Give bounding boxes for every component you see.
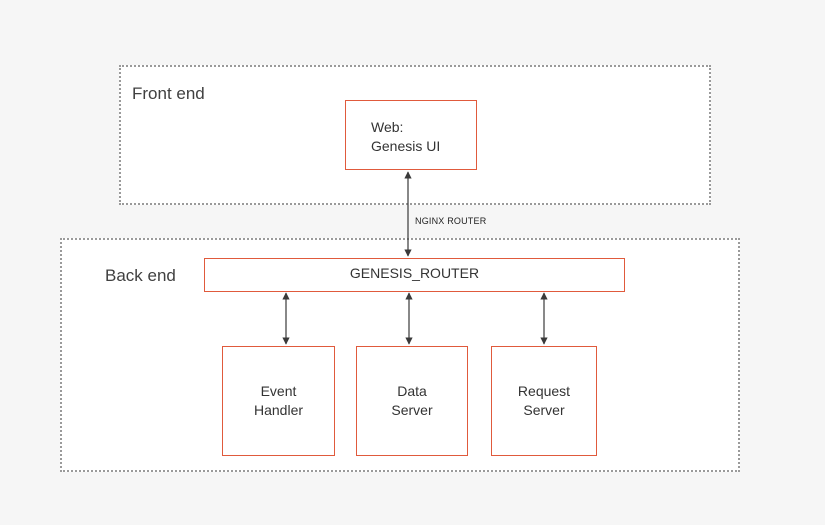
data-server-node: Data Server — [356, 346, 468, 456]
request-server-label-line1: Request — [517, 383, 571, 399]
event-handler-label-line2: Handler — [253, 402, 304, 418]
frontend-title: Front end — [132, 84, 205, 103]
nginx-router-label: NGINX ROUTER — [415, 216, 487, 226]
event-handler-label-line1: Event — [260, 383, 297, 399]
backend-title: Back end — [105, 266, 176, 285]
web-node-label-line1: Web: — [371, 119, 404, 135]
web-node-label-line2: Genesis UI — [371, 138, 441, 154]
request-server-label-line2: Server — [523, 402, 565, 418]
genesis-router-node: GENESIS_ROUTER — [204, 258, 625, 292]
data-server-label-line2: Server — [391, 402, 433, 418]
event-handler-node: Event Handler — [222, 346, 335, 456]
genesis-router-label: GENESIS_ROUTER — [349, 265, 480, 281]
web-genesis-ui-node: Web: Genesis UI — [345, 100, 477, 170]
request-server-node: Request Server — [491, 346, 597, 456]
data-server-label-line1: Data — [397, 383, 427, 399]
